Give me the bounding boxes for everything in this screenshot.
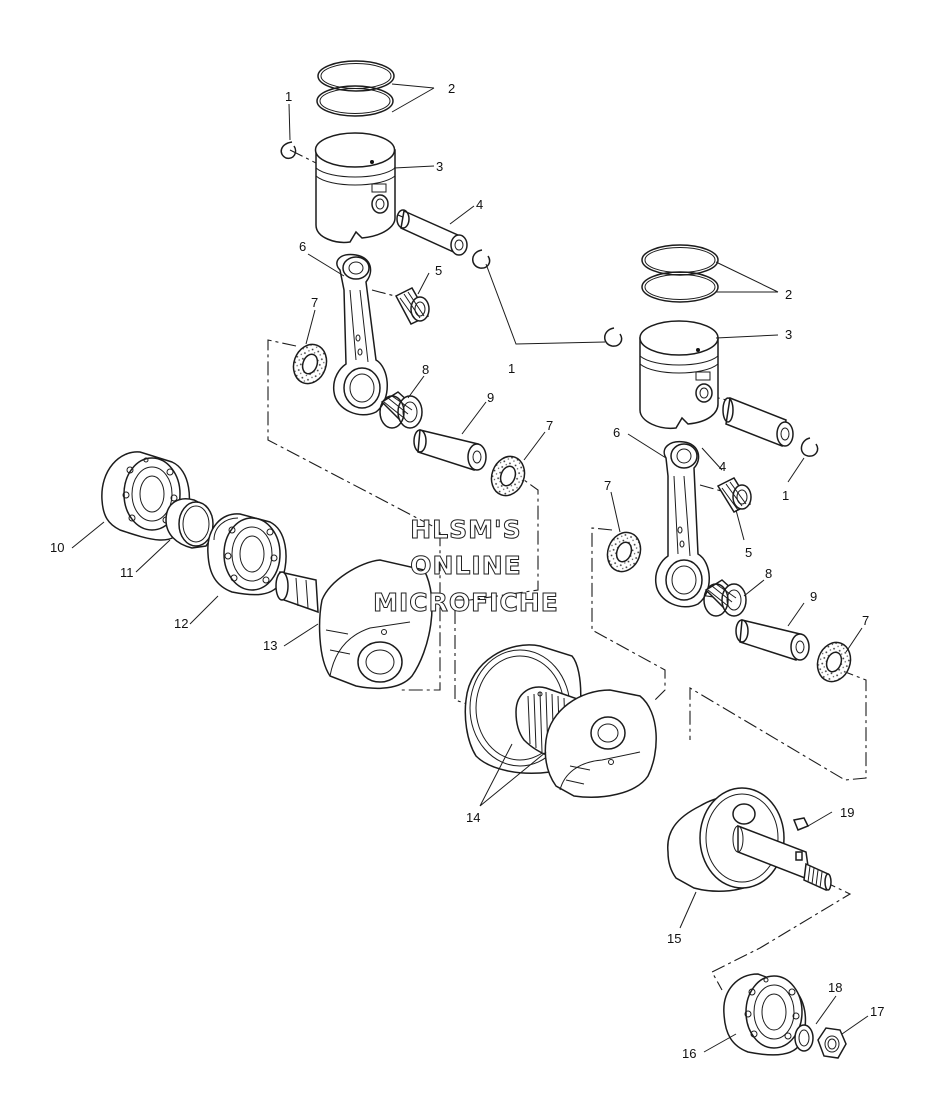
callout-1: 1 xyxy=(508,361,515,376)
crank-pin-left xyxy=(413,429,487,471)
callout-15: 15 xyxy=(667,931,681,946)
callout-5: 5 xyxy=(745,545,752,560)
callout-8: 8 xyxy=(765,566,772,581)
crankshaft-half-13 xyxy=(275,559,433,690)
piston-right xyxy=(639,320,719,430)
circlip-right-pin xyxy=(800,437,819,457)
spacer-ring-11 xyxy=(165,498,214,549)
piston-rings-left xyxy=(316,60,395,117)
callout-1: 1 xyxy=(285,89,292,104)
callout-7: 7 xyxy=(546,418,553,433)
callout-6: 6 xyxy=(613,425,620,440)
connecting-rod-right xyxy=(654,440,710,608)
crankshaft-center-14 xyxy=(464,644,657,798)
callout-18: 18 xyxy=(828,980,842,995)
needle-bearing-small-left xyxy=(394,287,430,325)
piston-pin-right xyxy=(722,396,794,448)
callout-11: 11 xyxy=(120,565,134,580)
circlip-left-top xyxy=(280,141,297,160)
washer-18 xyxy=(794,1024,814,1052)
crank-pin-right xyxy=(735,619,810,661)
watermark: HLSM'S ONLINE MICROFICHE xyxy=(373,515,559,618)
callout-9: 9 xyxy=(810,589,817,604)
callout-7: 7 xyxy=(604,478,611,493)
woodruff-key-19 xyxy=(792,817,810,831)
connecting-rod-left xyxy=(332,253,388,416)
main-bearing-12 xyxy=(207,513,287,596)
callout-1: 1 xyxy=(782,488,789,503)
callout-6: 6 xyxy=(299,239,306,254)
callout-16: 16 xyxy=(682,1046,696,1061)
gasket-left-1 xyxy=(292,343,328,385)
needle-bearing-large-right xyxy=(703,579,747,617)
circlip-left-pin xyxy=(472,249,491,269)
callout-19: 19 xyxy=(840,805,854,820)
callout-9: 9 xyxy=(487,390,494,405)
callout-10: 10 xyxy=(50,540,64,555)
main-bearing-16 xyxy=(723,973,807,1056)
callout-8: 8 xyxy=(422,362,429,377)
callout-4: 4 xyxy=(719,459,726,474)
piston-left xyxy=(314,132,396,244)
callout-17: 17 xyxy=(870,1004,884,1019)
callout-12: 12 xyxy=(174,616,188,631)
callout-7: 7 xyxy=(311,295,318,310)
gasket-right-1 xyxy=(606,531,642,573)
gasket-left-2 xyxy=(490,455,526,497)
crankshaft-half-15 xyxy=(667,787,832,893)
nut-17 xyxy=(817,1027,847,1059)
gasket-right-2 xyxy=(816,641,852,683)
needle-bearing-large-left xyxy=(379,391,423,429)
callout-7: 7 xyxy=(862,613,869,628)
callout-5: 5 xyxy=(435,263,442,278)
callout-13: 13 xyxy=(263,638,277,653)
watermark-line-1: HLSM'S xyxy=(410,515,521,544)
callout-14: 14 xyxy=(466,810,480,825)
needle-bearing-small-right xyxy=(716,477,752,513)
watermark-line-2: ONLINE xyxy=(410,551,521,580)
callout-3: 3 xyxy=(436,159,443,174)
piston-pin-left xyxy=(396,209,468,256)
leader-lines xyxy=(71,83,869,1053)
callout-2: 2 xyxy=(448,81,455,96)
callout-4: 4 xyxy=(476,197,483,212)
callout-numbers: 1 2 3 4 5 6 7 8 9 7 10 11 12 13 1 2 3 6 … xyxy=(50,81,884,1061)
piston-rings-right xyxy=(641,244,719,303)
callout-2: 2 xyxy=(785,287,792,302)
callout-3: 3 xyxy=(785,327,792,342)
circlip-right-top xyxy=(604,327,623,347)
main-bearing-10 xyxy=(101,451,191,541)
watermark-line-3: MICROFICHE xyxy=(373,588,559,617)
